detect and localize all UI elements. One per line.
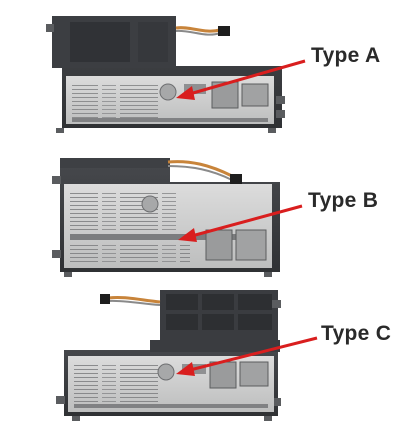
battery-type-a xyxy=(46,16,285,133)
type-a-label: Type A xyxy=(311,44,381,67)
arrow-type-a xyxy=(176,59,306,100)
arrow-type-c xyxy=(176,336,318,376)
type-b-label: Type B xyxy=(308,189,379,212)
battery-type-b xyxy=(52,158,280,277)
arrow-type-b xyxy=(178,204,303,242)
type-c-label: Type C xyxy=(321,322,392,345)
battery-type-c xyxy=(56,290,281,421)
